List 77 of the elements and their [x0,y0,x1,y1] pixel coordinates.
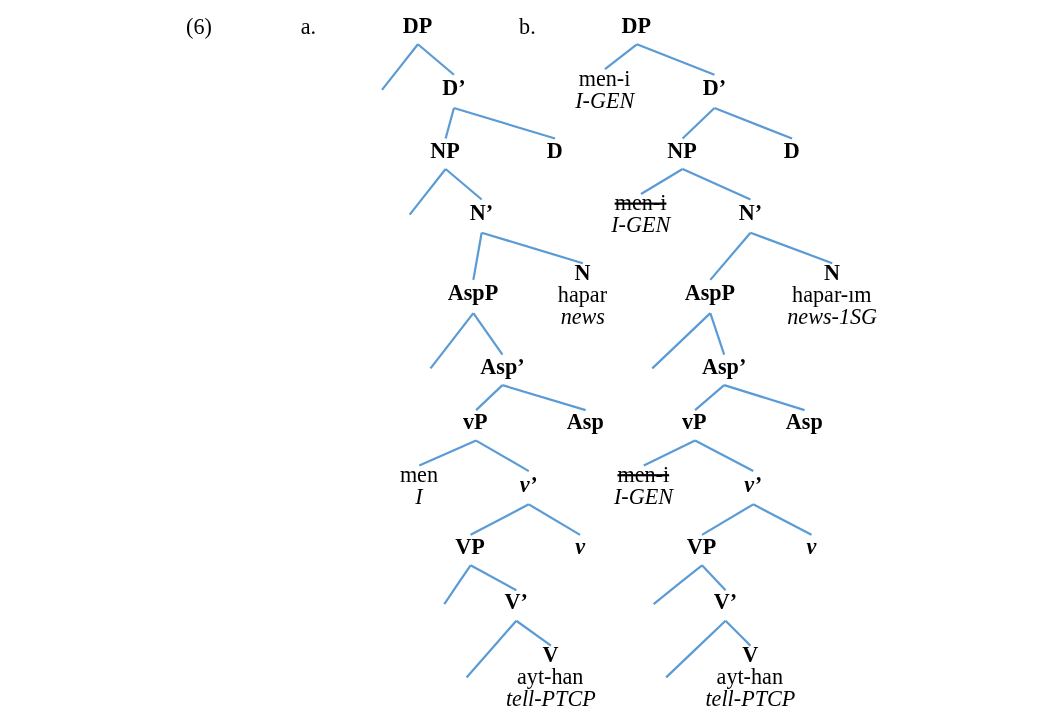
connector [665,619,727,679]
node-text: men I [399,461,439,510]
connector [465,620,518,679]
connector [750,231,833,265]
node-text: NP [430,137,460,163]
connector [417,43,455,76]
connector [472,312,504,356]
label: (6) [186,14,212,40]
node-text: V’ [504,589,528,615]
connector [643,439,696,467]
connector [470,503,530,536]
label: b. [519,14,536,40]
node-text: D [546,137,563,163]
connector [701,503,754,536]
connector [640,168,684,195]
connector [682,167,751,201]
node-text: VP [455,533,485,559]
connector [701,564,727,592]
node-text: N’ [469,199,494,225]
connector [429,312,475,370]
connector [709,312,726,356]
connector [515,619,552,647]
connector [453,106,556,140]
connector [475,439,530,473]
node-text: men-i I-GEN [611,190,671,238]
connector [502,384,586,412]
node-text: Asp [785,409,823,435]
connector [472,232,483,281]
node-text: v [575,533,586,559]
node-text: D’ [702,75,727,101]
node-text: N hapar news [557,259,608,329]
node-text: DP [402,12,433,38]
connector [723,384,805,412]
node-text: AspP [447,280,499,306]
label: a. [300,14,317,40]
connector [444,168,483,201]
node-text: v [806,533,817,559]
node-text: AspP [684,280,736,306]
connector [443,564,472,605]
connector [636,43,715,76]
connector [381,43,419,91]
connector [752,503,812,536]
connector [481,231,584,265]
node-text: DP [621,12,652,38]
connector [444,107,455,139]
connector [709,232,752,281]
connector [604,43,638,71]
node-text: v’ [519,471,537,497]
node-text: D [783,137,800,163]
connector [694,439,754,473]
connector [475,384,504,411]
connector [470,564,517,592]
node-text: N hapar-ım news-1SG [787,259,878,329]
node-text: V ayt-han tell-PTCP [505,642,596,712]
connector [652,564,703,605]
connector [418,439,477,467]
connector [714,107,793,140]
node-text: NP [667,137,697,163]
node-text: Asp [566,409,604,435]
connector [681,107,716,140]
node-text: v’ [744,471,762,497]
node-text: N’ [738,199,763,225]
node-text: Asp’ [480,353,525,379]
node-text: Asp’ [702,353,747,379]
node-text: V’ [713,589,738,615]
node-text: V ayt-han tell-PTCP [705,642,796,712]
node-text: vP [681,409,707,435]
node-text: men-i I-GEN [575,65,635,113]
connector [694,384,725,411]
node-text: vP [462,409,488,435]
connector [408,168,447,216]
node-text: men-i I-GEN [614,461,674,510]
node-text: VP [686,533,717,559]
connector [651,312,712,370]
connector [528,503,581,536]
node-text: D’ [442,75,466,101]
connector [724,619,752,647]
